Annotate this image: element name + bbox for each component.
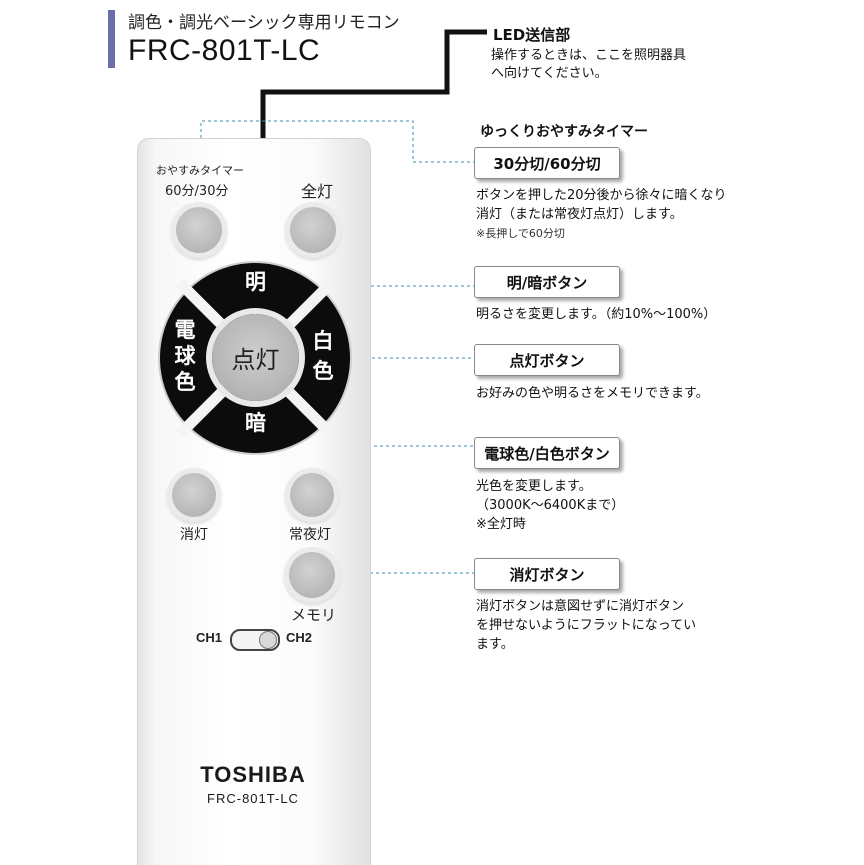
night-light-button[interactable] xyxy=(290,473,334,517)
bulb-color-char: 電 xyxy=(174,318,196,342)
light-on-button-label: 点灯 xyxy=(231,346,280,374)
color-desc-line: （3000K～6400Kまで） xyxy=(476,498,625,513)
bulb-color-char: 色 xyxy=(174,370,196,394)
memory-label: メモリ xyxy=(291,606,337,624)
timer-button-label: おやすみタイマー xyxy=(156,164,244,177)
bright-button[interactable]: 明 xyxy=(224,262,287,300)
memory-button[interactable] xyxy=(289,552,335,598)
off-label-box: 消灯ボタン xyxy=(474,558,620,590)
white-color-char: 色 xyxy=(312,359,334,383)
off-button[interactable] xyxy=(172,473,216,517)
bulb-color-button[interactable]: 電 球 色 xyxy=(167,312,203,400)
off-desc-line: を押せないようにフラットになってい xyxy=(476,618,697,633)
brand-logo: TOSHIBA xyxy=(200,762,306,787)
off-button-label: 消灯 xyxy=(180,527,208,543)
timer-button-sublabel: 60分/30分 xyxy=(165,184,229,199)
light-on-label-box: 点灯ボタン xyxy=(474,344,620,376)
full-light-button[interactable] xyxy=(290,207,336,253)
dark-button[interactable]: 暗 xyxy=(224,403,287,440)
led-desc-line: 操作するときは、ここを照明器具 xyxy=(491,48,687,63)
ch2-label: CH2 xyxy=(286,630,313,645)
timer-button[interactable] xyxy=(176,207,222,253)
color-label-box: 電球色/白色ボタン xyxy=(474,437,620,469)
off-description: 消灯ボタンは意図せずに消灯ボタン を押せないようにフラットになってい ます。 xyxy=(476,597,696,654)
off-desc-line: 消灯ボタンは意図せずに消灯ボタン xyxy=(476,599,685,614)
night-light-label: 常夜灯 xyxy=(289,527,331,543)
timer-heading: ゆっくりおやすみタイマー xyxy=(480,124,648,140)
white-color-char: 白 xyxy=(312,329,334,353)
remote-model-number: FRC-801T-LC xyxy=(207,791,299,806)
white-color-button[interactable]: 白 色 xyxy=(305,312,341,400)
color-description: 光色を変更します。 （3000K～6400Kまで） ※全灯時 xyxy=(476,477,624,534)
color-desc-line: 光色を変更します。 xyxy=(476,479,592,494)
led-title: LED送信部 xyxy=(493,26,571,44)
timer-note: ※長押しで60分切 xyxy=(476,227,565,240)
led-connector-line xyxy=(260,29,487,140)
bulb-color-char: 球 xyxy=(174,344,196,368)
brightness-description: 明るさを変更します。（約10%～100%） xyxy=(476,307,717,322)
dark-label: 暗 xyxy=(245,410,266,435)
off-desc-line: ます。 xyxy=(476,637,514,652)
timer-callout-line xyxy=(200,120,474,228)
brightness-label-box: 明/暗ボタン xyxy=(474,266,620,298)
led-description: 操作するときは、ここを照明器具 へ向けてください。 xyxy=(491,47,686,83)
timer-label-box: 30分切/60分切 xyxy=(474,147,620,179)
color-desc-line: ※全灯時 xyxy=(476,517,526,532)
timer-description: ボタンを押した20分後から徐々に暗くなり 消灯（または常夜灯点灯）します。 ※長… xyxy=(476,186,727,243)
timer-desc-line: 消灯（または常夜灯点灯）します。 xyxy=(476,207,683,222)
header-accent-bar xyxy=(108,10,115,68)
light-on-button[interactable]: 点灯 xyxy=(212,314,299,401)
header-subtitle: 調色・調光ベーシック専用リモコン xyxy=(128,13,400,33)
light-on-description: お好みの色や明るさをメモリできます。 xyxy=(476,386,709,401)
header-title: FRC-801T-LC xyxy=(128,34,321,67)
full-light-label: 全灯 xyxy=(301,182,334,201)
timer-desc-line: ボタンを押した20分後から徐々に暗くなり xyxy=(476,188,727,203)
led-desc-line: へ向けてください。 xyxy=(491,66,608,81)
ch1-label: CH1 xyxy=(196,630,223,645)
bright-label: 明 xyxy=(245,270,266,294)
channel-switch-knob[interactable] xyxy=(259,631,277,649)
